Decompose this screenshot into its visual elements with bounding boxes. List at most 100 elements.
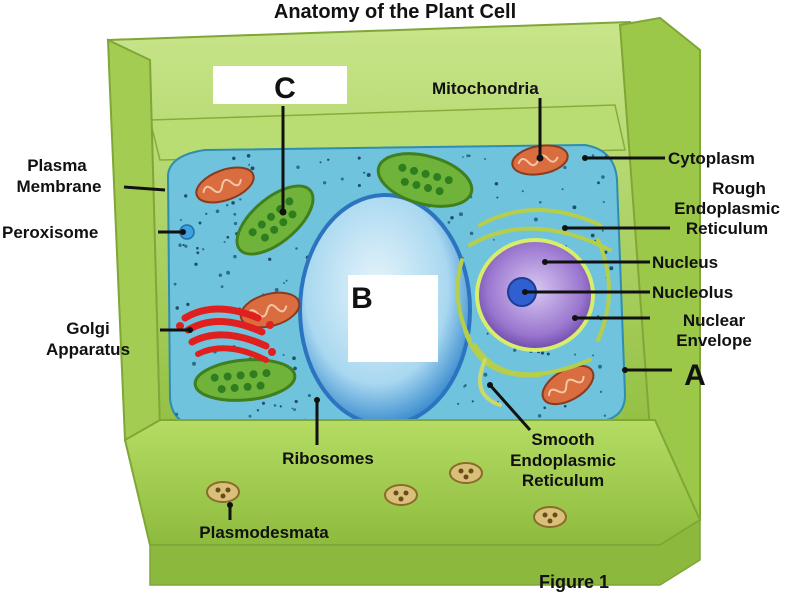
ribosome-dot: [574, 353, 577, 356]
nucleus: [475, 238, 595, 352]
ribosome-dot: [601, 175, 605, 179]
ribosome-dot: [307, 393, 311, 398]
label-peroxisome: Peroxisome: [2, 223, 98, 242]
label-nuclear-envelope-2: Envelope: [676, 331, 752, 350]
ribosome-dot: [292, 356, 296, 361]
ribosome-dot: [202, 248, 205, 251]
label-b: B: [351, 282, 373, 315]
ribosome-dot: [563, 404, 567, 408]
ribosome-dot: [184, 244, 188, 248]
ribosome-dot: [246, 153, 251, 158]
ribosome-dot: [273, 404, 277, 407]
ribosome-dot: [220, 285, 224, 288]
ribosome-dot: [590, 233, 595, 238]
chloroplast-top-center: [376, 152, 474, 208]
ribosome-dot: [261, 401, 266, 405]
ribosome-dot: [483, 372, 488, 377]
ribosome-dot: [447, 221, 451, 224]
ribosome-dot: [226, 270, 231, 275]
ribosome-dot: [239, 198, 242, 201]
ribosome-dot: [293, 408, 296, 411]
ribosome-dot: [233, 254, 237, 259]
ribosome-dot: [198, 221, 202, 225]
label-plasma-membrane-1: Plasma: [27, 156, 87, 175]
ribosome-dot: [340, 177, 344, 181]
ribosome-dot: [296, 165, 300, 170]
ribosome-dot: [196, 246, 199, 250]
ribosome-dot: [279, 405, 282, 408]
ribosome-dot: [327, 158, 330, 161]
ribosome-dot: [483, 157, 487, 160]
ribosome-dot: [539, 201, 542, 204]
label-plasma-membrane-2: Membrane: [16, 177, 101, 196]
ribosome-dot: [205, 212, 208, 215]
ribosome-dot: [563, 165, 567, 170]
ribosome-dot: [463, 385, 466, 388]
leader-lines: [123, 98, 672, 520]
label-rough-er-3: Reticulum: [686, 219, 768, 238]
chloroplast-top-left: [235, 184, 315, 256]
label-golgi-2: Apparatus: [46, 340, 130, 359]
label-mitochondria: Mitochondria: [432, 79, 539, 98]
ribosome-dot: [496, 196, 499, 199]
ribosome-dot: [186, 302, 190, 307]
label-nuclear-envelope-1: Nuclear: [683, 311, 746, 330]
ribosome-dot: [179, 218, 182, 222]
ribosome-dot: [215, 209, 220, 214]
label-a: A: [684, 359, 706, 392]
ribosome-dot: [256, 409, 260, 412]
golgi-apparatus: [176, 305, 276, 363]
ribosome-dot: [231, 201, 235, 205]
ribosome-dot: [357, 183, 361, 188]
mitochondrion-left: [195, 166, 255, 204]
ribosome-dot: [603, 414, 607, 417]
ribosome-dot: [546, 352, 550, 356]
ribosome-dot: [486, 332, 489, 335]
ribosome-dot: [322, 181, 327, 185]
label-box-b: [348, 275, 438, 362]
label-plasmodesmata: Plasmodesmata: [199, 523, 329, 542]
ribosome-dot: [609, 266, 614, 271]
diagram-title: Anatomy of the Plant Cell: [274, 1, 516, 23]
ribosome-dot: [175, 412, 179, 416]
ribosome-dot: [494, 182, 499, 186]
label-smooth-er-1: Smooth: [531, 430, 594, 449]
ribosome-dot: [293, 366, 297, 371]
label-rough-er-1: Rough: [712, 179, 766, 198]
ribosome-dot: [223, 240, 226, 244]
ribosome-dot: [469, 231, 474, 236]
plasmodesmata-pores: [206, 462, 567, 528]
chloroplast-bottom-left: [193, 358, 297, 402]
ribosome-dot: [543, 406, 547, 410]
ribosome-dot: [597, 181, 600, 185]
ribosome-dot: [226, 235, 230, 239]
ribosome-dot: [572, 205, 577, 210]
ribosome-dot: [233, 212, 237, 216]
label-box-c: [213, 66, 347, 104]
ribosome-dot: [537, 414, 542, 418]
label-rough-er-2: Endoplasmic: [674, 199, 780, 218]
figure-caption: Figure 1: [539, 572, 609, 592]
ribosome-dot: [602, 201, 605, 204]
label-nucleus: Nucleus: [652, 253, 718, 272]
endoplasmic-reticulum: [455, 208, 612, 407]
ribosome-dot: [457, 402, 460, 405]
label-ribosomes: Ribosomes: [282, 449, 374, 468]
ribosome-dot: [173, 282, 177, 286]
ribosome-dot: [492, 238, 495, 241]
ribosome-dot: [192, 361, 196, 366]
ribosome-dot: [182, 244, 185, 247]
ribosome-dot: [250, 166, 255, 171]
ribosome-dot: [248, 414, 252, 418]
ribosome-dot: [233, 221, 238, 226]
ribosome-dot: [561, 188, 564, 191]
ribosome-dot: [471, 400, 474, 403]
label-cytoplasm: Cytoplasm: [668, 149, 755, 168]
ribosome-dot: [248, 163, 251, 166]
ribosome-dot: [540, 351, 545, 355]
ribosome-dot: [521, 190, 524, 193]
label-smooth-er-3: Reticulum: [522, 471, 604, 490]
ribosome-dot: [357, 156, 361, 160]
ribosome-dot: [599, 390, 603, 393]
ribosome-dot: [218, 273, 223, 277]
